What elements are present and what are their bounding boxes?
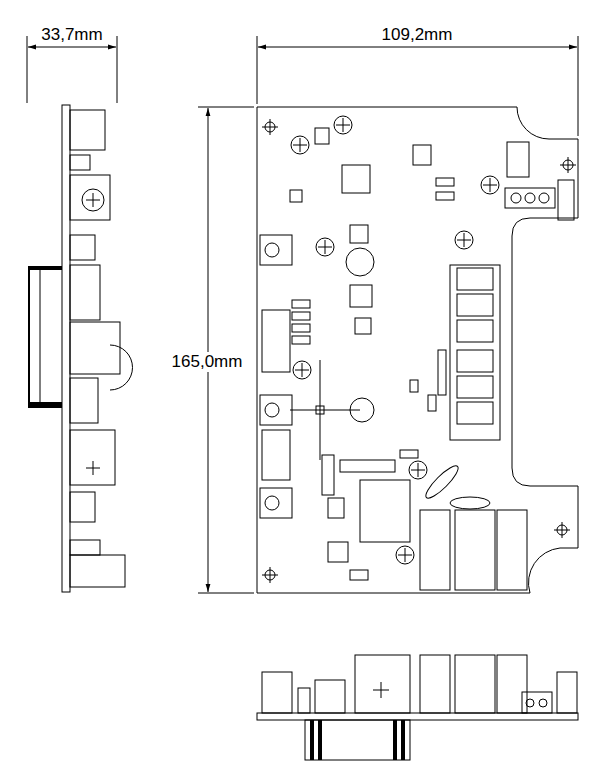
dimension-label: 165,0mm [170, 352, 245, 372]
bottom-view [257, 655, 578, 760]
capacitors [291, 116, 499, 564]
dimension-label: 109,2mm [380, 25, 455, 45]
side-view [28, 105, 133, 592]
mount-holes [262, 119, 576, 583]
board-top-view [257, 107, 578, 593]
components [260, 128, 574, 590]
dimension-label: 33,7mm [39, 25, 104, 45]
dimension-lines [27, 36, 578, 593]
